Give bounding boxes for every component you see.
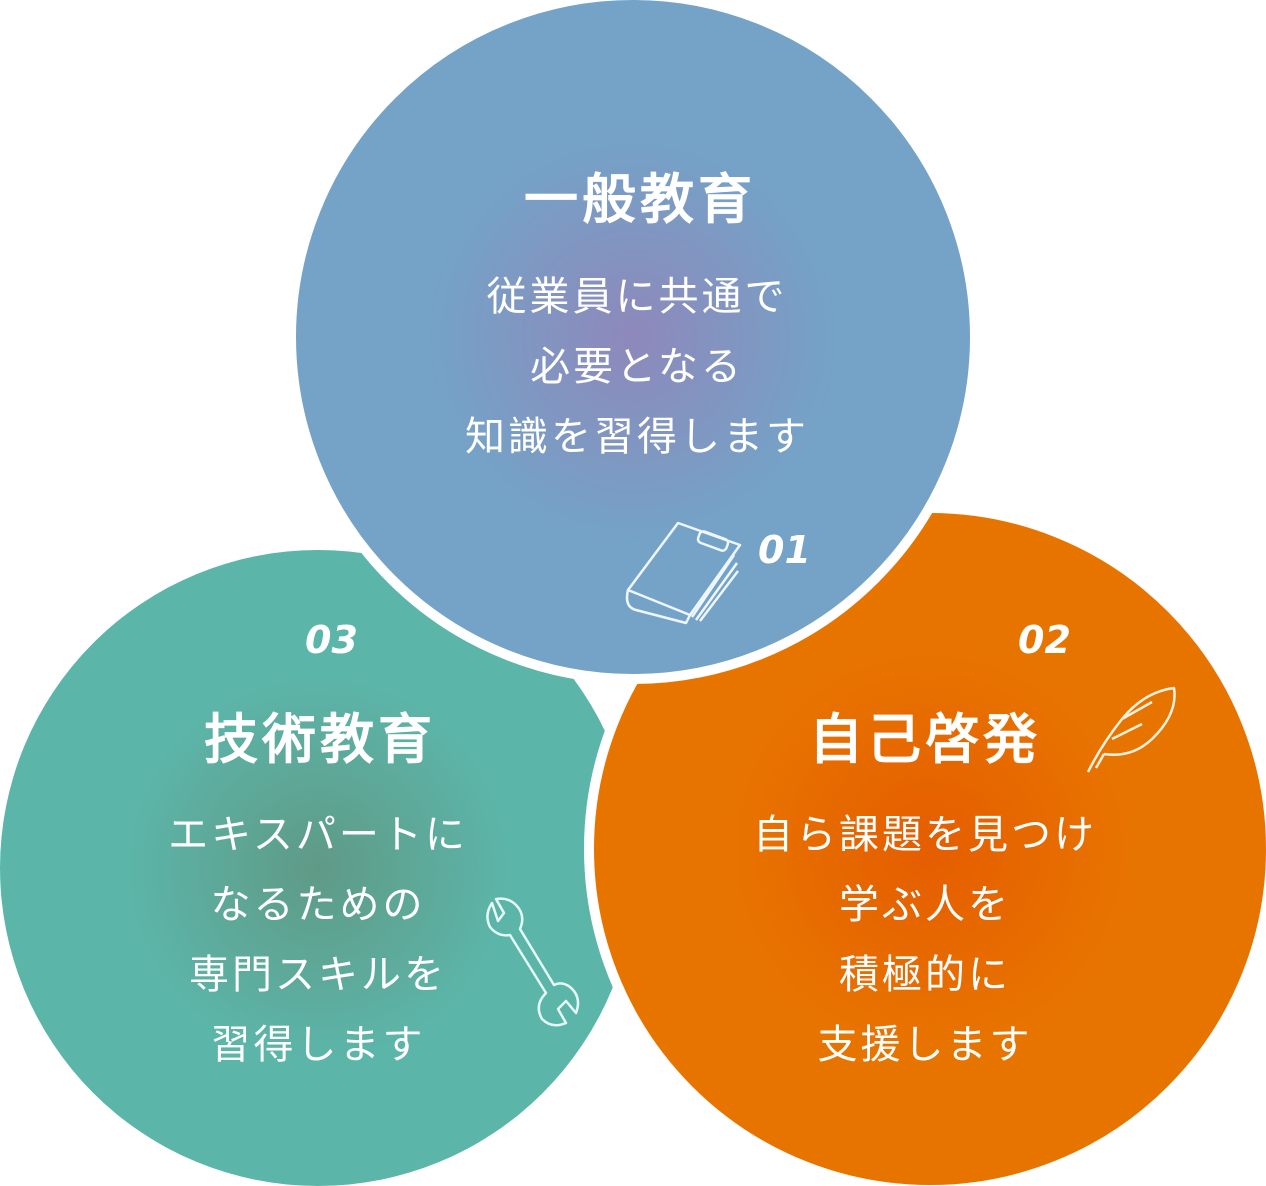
self-development-title: 自己啓発	[809, 708, 1041, 771]
self-development-description: 自ら課題を見つけ 学ぶ人を 積極的に 支援します	[753, 800, 1097, 1080]
desc-line: 専門スキルを	[189, 952, 447, 998]
wrench-icon	[486, 897, 580, 1027]
technical-title: 技術教育	[204, 708, 436, 771]
desc-line: 支援します	[817, 1022, 1033, 1068]
desc-line: 必要となる	[530, 344, 744, 390]
circle-general	[286, 0, 980, 684]
desc-line: エキスパートに	[168, 812, 468, 858]
number-01: 01	[758, 528, 811, 572]
desc-line: 従業員に共通で	[486, 274, 788, 320]
number-02: 02	[1018, 618, 1071, 662]
desc-line: 積極的に	[839, 952, 1011, 998]
general-description: 従業員に共通で 必要となる 知識を習得します	[465, 262, 809, 472]
desc-line: 習得します	[210, 1022, 426, 1068]
feather-quill-icon	[1086, 686, 1176, 773]
desc-line: 知識を習得します	[465, 414, 809, 460]
desc-line: 学ぶ人を	[839, 882, 1011, 928]
circle-technical	[0, 550, 636, 1186]
general-title: 一般教育	[524, 168, 756, 231]
number-03: 03	[305, 618, 358, 662]
technical-description: エキスパートに なるための 専門スキルを 習得します	[168, 800, 468, 1080]
book-icon	[625, 521, 742, 625]
desc-line: なるための	[210, 882, 426, 928]
desc-line: 自ら課題を見つけ	[753, 812, 1097, 858]
